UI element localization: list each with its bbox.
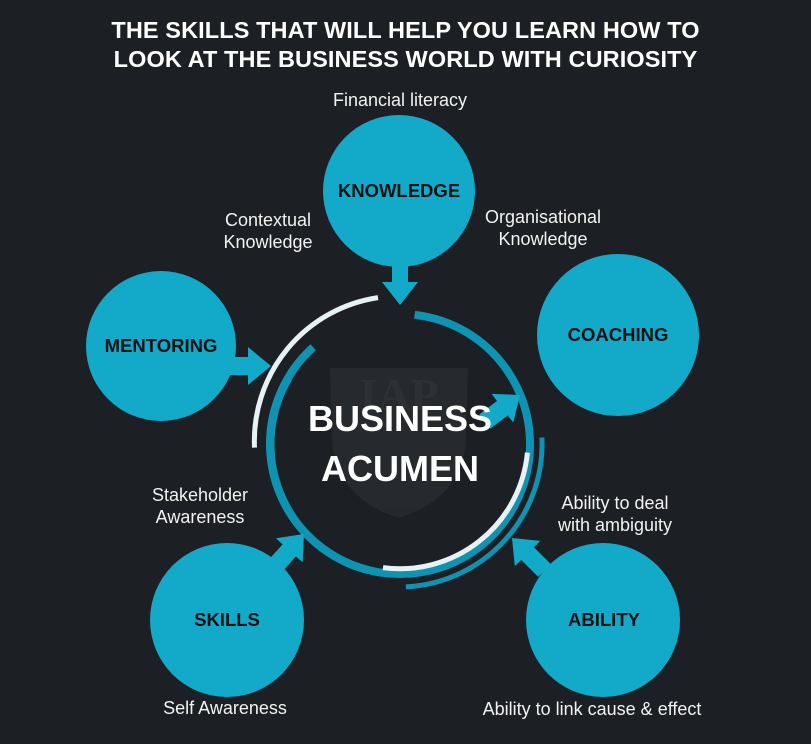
inner-ring-dark-arc-2 (266, 375, 369, 574)
title-line-1: THE SKILLS THAT WILL HELP YOU LEARN HOW … (111, 17, 700, 43)
coaching-arrow (479, 393, 520, 429)
skills-label: SKILLS (194, 609, 260, 630)
knowledge-arrow (382, 262, 418, 305)
center-title: BUSINESS ACUMEN (308, 394, 492, 494)
ambiguity-line-2: with ambiguity (557, 515, 673, 535)
center-rings (251, 295, 545, 590)
organisational-knowledge-label: Organisational Knowledge (468, 206, 618, 250)
outer-ring-light-arc-1 (251, 295, 379, 448)
ability-label: ABILITY (568, 609, 640, 630)
center-title-line-2: ACUMEN (320, 448, 479, 489)
contextual-knowledge-line-1: Contextual (224, 210, 312, 230)
knowledge-label: KNOWLEDGE (337, 180, 461, 201)
stakeholder-awareness-line-1: Stakeholder (151, 485, 249, 505)
self-awareness-label: Self Awareness (163, 698, 287, 718)
ability-node (526, 543, 680, 697)
contextual-knowledge-line-2: Knowledge (223, 232, 313, 252)
organisational-knowledge-line-2: Knowledge (498, 229, 588, 249)
outer-ring-light-arc-2 (382, 452, 530, 572)
mentoring-node (86, 271, 236, 421)
mentoring-arrow (228, 347, 271, 385)
cause-effect-label: Ability to link cause & effect (482, 699, 702, 719)
ambiguity-line-1: Ability to deal (561, 493, 669, 513)
outer-ring-dark-arc (405, 437, 545, 590)
ambiguity-label: Ability to deal with ambiguity (540, 492, 690, 536)
mentoring-label: MENTORING (104, 335, 218, 356)
diagram-title: THE SKILLS THAT WILL HELP YOU LEARN HOW … (0, 16, 811, 74)
center-title-line-1: BUSINESS (307, 398, 493, 439)
stakeholder-awareness-line-2: Awareness (155, 507, 245, 527)
nodes (86, 115, 699, 697)
coaching-label: COACHING (567, 324, 669, 345)
watermark-shield: IAP (330, 368, 468, 518)
knowledge-node (323, 115, 475, 267)
contextual-knowledge-label: Contextual Knowledge (198, 209, 338, 253)
watermark-text: IAP (359, 369, 438, 420)
skills-node (150, 543, 304, 697)
coaching-node (537, 254, 699, 416)
ability-arrow (512, 538, 551, 577)
organisational-knowledge-line-1: Organisational (484, 207, 602, 227)
stakeholder-awareness-label: Stakeholder Awareness (130, 484, 270, 528)
financial-literacy-label: Financial literacy (332, 90, 468, 110)
title-line-2: LOOK AT THE BUSINESS WORLD WITH CURIOSIT… (113, 46, 698, 72)
